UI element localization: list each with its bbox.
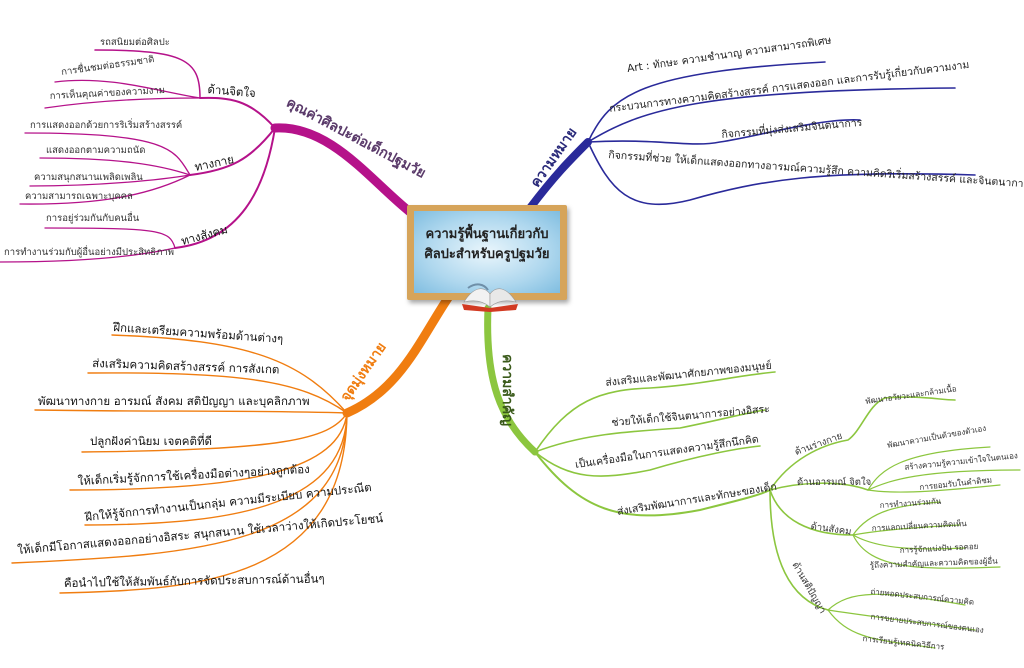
central-topic-line2: ศิลปะสำหรับครูปฐมวัย — [424, 247, 550, 262]
purpose-branch-lines — [11, 293, 453, 594]
central-topic-line1: ความรู้พื้นฐานเกี่ยวกับ — [425, 227, 549, 242]
importance-branch-lines — [484, 304, 1021, 649]
open-book-icon — [462, 283, 518, 312]
importance-branch-title[interactable]: ความสำคัญ — [499, 354, 515, 427]
purpose-leaf[interactable]: ปลูกฝังค่านิยม เจตคติที่ดี — [90, 434, 212, 448]
value-leaf[interactable]: การทำงานร่วมกับผู้อื่นอย่างมีประสิทธิภาพ — [4, 247, 174, 258]
value-branch-lines — [0, 49, 415, 263]
meaning-branch-lines — [526, 61, 976, 212]
central-topic[interactable]: ความรู้พื้นฐานเกี่ยวกับ ศิลปะสำหรับครูปฐ… — [407, 205, 567, 300]
value-leaf[interactable]: แสดงออกตามความถนัด — [46, 145, 146, 156]
value-leaf[interactable]: การแสดงออกด้วยการริเริ่มสร้างสรรค์ — [30, 120, 183, 131]
purpose-leaf[interactable]: พัฒนาทางกาย อารมณ์ สังคม สติปัญญา และบุค… — [38, 394, 310, 408]
value-leaf[interactable]: ความสนุกสนานเพลิดเพลิน — [34, 172, 143, 183]
importance-group-label[interactable]: ด้านอารมณ์ จิตใจ — [797, 477, 872, 488]
value-leaf[interactable]: การอยู่ร่วมกันกับคนอื่น — [46, 213, 140, 224]
value-leaf[interactable]: ความสามารถเฉพาะบุคคล — [25, 191, 133, 202]
value-leaf[interactable]: รถสนิยมต่อศิลปะ — [100, 37, 170, 48]
